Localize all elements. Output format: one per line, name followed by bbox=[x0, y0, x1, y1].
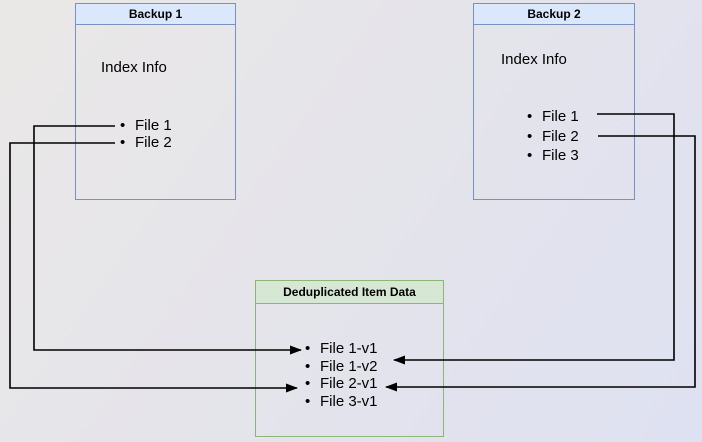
file-item: File 2 bbox=[527, 127, 579, 147]
backup-2-file-list: File 1 File 2 File 3 bbox=[527, 107, 579, 166]
backup-2-index-info-label: Index Info bbox=[501, 51, 567, 68]
deduplicated-item-data-box: Deduplicated Item Data File 1-v1 File 1-… bbox=[255, 280, 444, 437]
deduplicated-item-data-body: File 1-v1 File 1-v2 File 2-v1 File 3-v1 bbox=[256, 281, 443, 436]
backup-1-box: Backup 1 Index Info File 1 File 2 bbox=[75, 3, 236, 200]
backup-2-header: Backup 2 bbox=[474, 4, 634, 25]
backup-1-title: Backup 1 bbox=[128, 7, 183, 21]
backup-2-box: Backup 2 Index Info File 1 File 2 File 3 bbox=[473, 3, 635, 200]
file-item: File 2 bbox=[120, 134, 172, 151]
file-item: File 1-v1 bbox=[305, 340, 378, 358]
deduplicated-item-data-title: Deduplicated Item Data bbox=[283, 285, 416, 299]
file-item: File 1-v2 bbox=[305, 358, 378, 376]
backup-1-index-info-label: Index Info bbox=[101, 59, 167, 76]
backup-1-file-list: File 1 File 2 bbox=[120, 117, 172, 151]
file-item: File 3-v1 bbox=[305, 393, 378, 411]
file-item: File 1 bbox=[527, 107, 579, 127]
backup-2-body: Index Info File 1 File 2 File 3 bbox=[474, 4, 634, 199]
backup-1-header: Backup 1 bbox=[76, 4, 235, 25]
dedup-file-list: File 1-v1 File 1-v2 File 2-v1 File 3-v1 bbox=[305, 340, 378, 410]
backup-2-title: Backup 2 bbox=[527, 7, 581, 21]
file-item: File 1 bbox=[120, 117, 172, 134]
backup-1-body: Index Info File 1 File 2 bbox=[76, 4, 235, 199]
file-item: File 2-v1 bbox=[305, 375, 378, 393]
file-item: File 3 bbox=[527, 146, 579, 166]
